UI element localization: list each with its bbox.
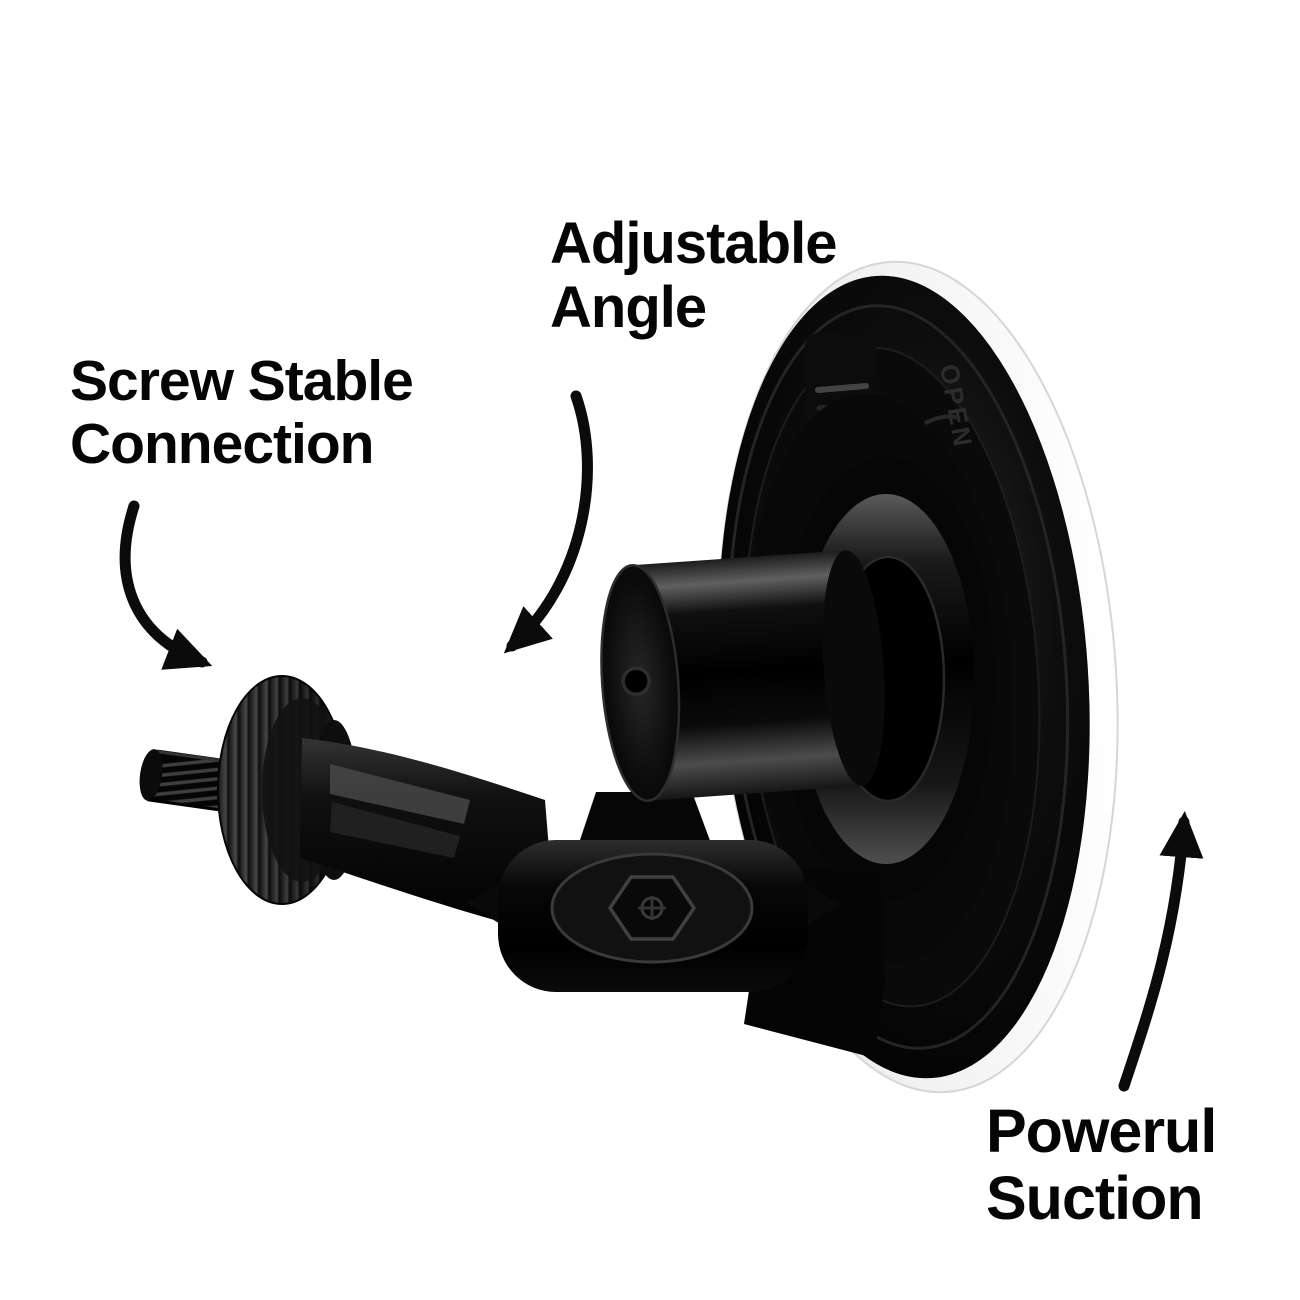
- powerful-suction-line2: Suction: [986, 1164, 1204, 1233]
- suction-arrow: [1118, 811, 1204, 1092]
- pivot-clamp: [466, 840, 840, 992]
- adjustable-angle-line2: Angle: [550, 274, 707, 340]
- screw-connection-line1: Screw Stable: [70, 349, 414, 413]
- annotation-arrows: [119, 390, 1204, 1092]
- bolt-cross: [638, 896, 666, 920]
- adjustable-angle-label: Adjustable Angle: [550, 212, 837, 340]
- screw-connection-label: Screw Stable Connection: [70, 349, 414, 476]
- screw-hole: [621, 666, 651, 697]
- mount-arm-assembly: [139, 550, 886, 1058]
- adjustable-angle-line1: Adjustable: [550, 211, 837, 276]
- ball-arm: [300, 720, 556, 936]
- angle-knob-cylinder: [600, 550, 885, 802]
- angle-arrow: [503, 390, 593, 654]
- joint-connector: [578, 792, 712, 846]
- screw-arrow: [119, 500, 213, 670]
- powerful-suction-line1: Powerul: [986, 1097, 1217, 1165]
- powerful-suction-label: Powerul Suction: [986, 1097, 1217, 1233]
- screw-connection-line2: Connection: [70, 411, 374, 476]
